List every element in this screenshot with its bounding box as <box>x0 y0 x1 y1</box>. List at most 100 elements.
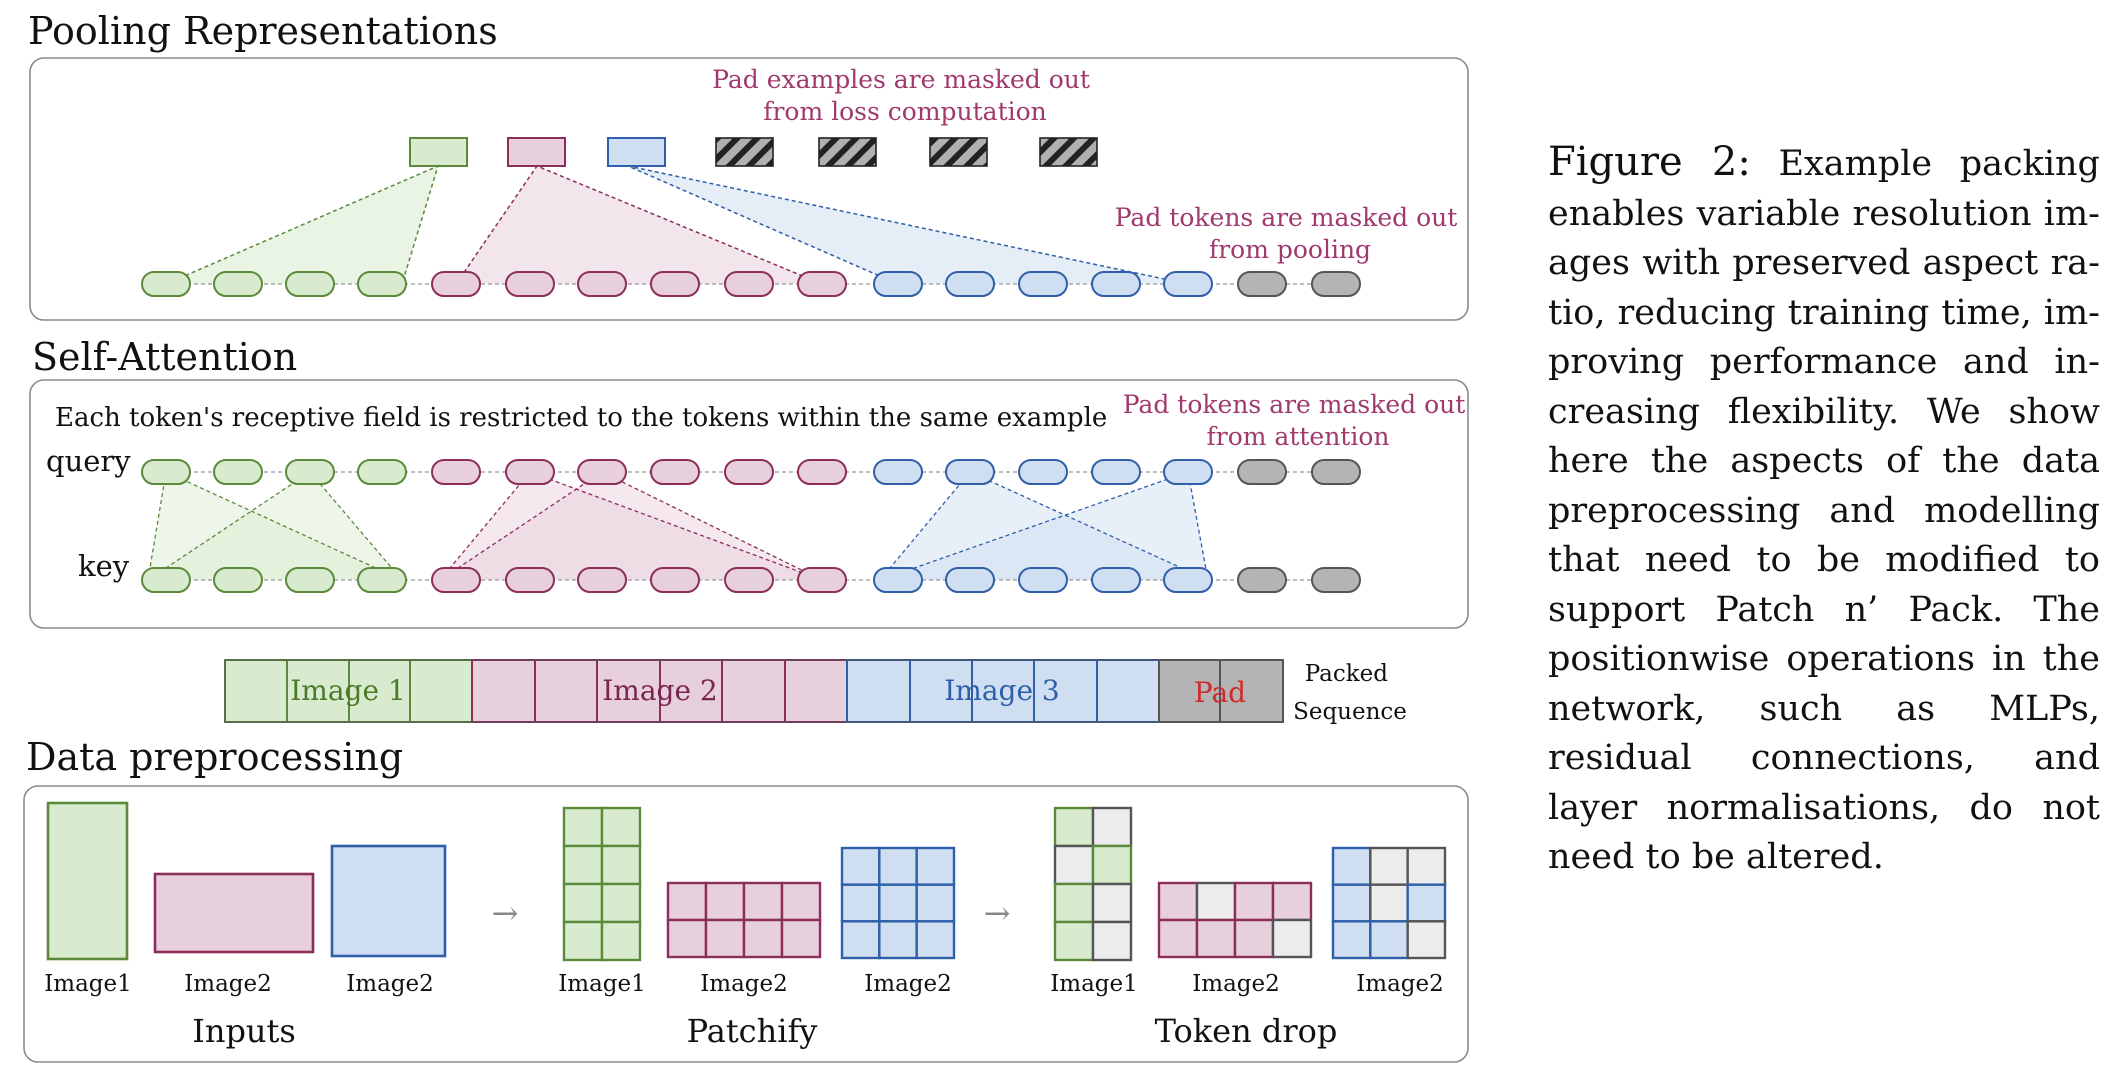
pool-token <box>724 271 774 297</box>
patchify-image3-patch <box>840 846 881 886</box>
key-token <box>577 567 627 593</box>
key-token <box>213 567 263 593</box>
token-drop-image3-patch <box>1406 846 1447 886</box>
attention-region-image2-b <box>440 472 822 580</box>
key-token <box>1091 567 1141 593</box>
patchify-image1-patch <box>600 844 642 886</box>
query-token <box>141 459 191 485</box>
pool-token <box>1091 271 1141 297</box>
query-token <box>213 459 263 485</box>
packed-cell <box>1033 659 1098 723</box>
preprocessing-title: Data preprocessing <box>26 735 403 779</box>
key-token <box>797 567 847 593</box>
token-drop-image1-patch <box>1091 920 1133 962</box>
token-drop-image1-patch <box>1053 882 1095 924</box>
attention-edge-image1-b <box>147 471 403 581</box>
pool-token <box>141 271 191 297</box>
packed-cell <box>1096 659 1160 723</box>
key-token <box>285 567 335 593</box>
pooling-connections <box>165 164 1189 285</box>
pool-token <box>873 271 923 297</box>
pool-token <box>945 271 995 297</box>
pool-token <box>1018 271 1068 297</box>
stage-label-patchify: Patchify <box>687 1012 818 1050</box>
packed-pad-label: Pad <box>1194 676 1246 709</box>
patchify-image2-patch <box>704 881 746 922</box>
query-token <box>650 459 700 485</box>
patchify-image2-patch <box>742 881 784 922</box>
patchify-image3-patch <box>878 920 918 960</box>
pooled-outputs <box>409 137 1098 167</box>
attention-edge-image1-a <box>147 471 403 581</box>
token-drop-image1-label: Image1 <box>1050 971 1138 997</box>
input-image1 <box>46 801 129 961</box>
input-image3 <box>330 844 447 958</box>
pad-example-hatched <box>715 137 1098 167</box>
pool-token <box>213 271 263 297</box>
attention-edge-image3-b <box>879 471 1209 581</box>
patchify-image3-patch <box>878 846 918 886</box>
token-drop-image2-patch <box>1195 918 1237 959</box>
packed-cell <box>596 659 661 723</box>
query-token <box>431 459 481 485</box>
token-drop-image3-patch <box>1331 846 1372 886</box>
preprocessing-image-labels: Image1 Image2 Image2 Image1 Image2 Image… <box>44 971 1444 997</box>
pad-example <box>929 137 988 167</box>
patchify-image2-patch <box>742 918 784 959</box>
inputs-image3-label: Image2 <box>346 971 434 997</box>
token-drop-image2-label: Image2 <box>1192 971 1280 997</box>
pool-token <box>357 271 407 297</box>
key-token <box>945 567 995 593</box>
token-drop-image1-patch <box>1053 806 1095 848</box>
patchify-image1-label: Image1 <box>558 971 646 997</box>
attention-description: Each token's receptive field is restrict… <box>55 403 1107 433</box>
patchify-image3-patch <box>840 883 881 923</box>
packed-cell <box>534 659 598 723</box>
pool-token <box>650 271 700 297</box>
figure-caption: Figure 2: Example packing en­ables varia… <box>1548 138 2100 883</box>
packed-cell <box>1158 659 1221 723</box>
pooling-region-image2 <box>456 166 822 284</box>
patchify-image1-patch <box>562 882 604 924</box>
token-drop-image2-patch <box>1271 918 1313 959</box>
patchify-image1-patch <box>562 844 604 886</box>
token-drop-image3-patch <box>1369 883 1409 923</box>
packed-cell <box>846 659 911 723</box>
key-token <box>724 567 774 593</box>
query-token <box>1237 459 1287 485</box>
query-token <box>797 459 847 485</box>
packed-image3-label: Image 3 <box>944 674 1060 707</box>
pooled-output-image1 <box>409 137 468 167</box>
attention-note: Pad tokens are masked out from attention <box>1123 390 1474 451</box>
query-token <box>873 459 923 485</box>
key-token <box>1018 567 1068 593</box>
attention-region-image2-a <box>440 472 822 580</box>
patchify-image3-patch <box>915 846 956 886</box>
figure-diagram: Pooling Representations Self-Attention D… <box>23 9 1474 1063</box>
token-drop-image3-label: Image2 <box>1356 971 1444 997</box>
pool-token <box>285 271 335 297</box>
patchify-image2-patch <box>780 918 822 959</box>
token-drop-image1-patch <box>1091 882 1133 924</box>
key-label: key <box>78 549 130 583</box>
pool-token <box>577 271 627 297</box>
attention-region-image1-b <box>148 472 402 580</box>
packed-cell <box>409 659 473 723</box>
key-token-row <box>141 567 1361 593</box>
pad-example <box>818 137 877 167</box>
patchify-image3-patch <box>878 883 918 923</box>
packed-image2-label: Image 2 <box>602 674 718 707</box>
key-token <box>1311 567 1361 593</box>
token-drop-image2-patch <box>1157 881 1199 922</box>
packed-cell <box>348 659 411 723</box>
key-token <box>141 567 191 593</box>
pool-token <box>1311 271 1361 297</box>
input-image2 <box>153 872 315 954</box>
token-drop-image1-patch <box>1091 844 1133 886</box>
patchify-image1-patch <box>562 806 604 848</box>
patchify-image1-patch <box>600 920 642 962</box>
arrow-inputs-to-patchify: → <box>492 894 519 932</box>
query-token-row <box>141 459 1361 485</box>
key-token <box>1237 567 1287 593</box>
query-token <box>285 459 335 485</box>
